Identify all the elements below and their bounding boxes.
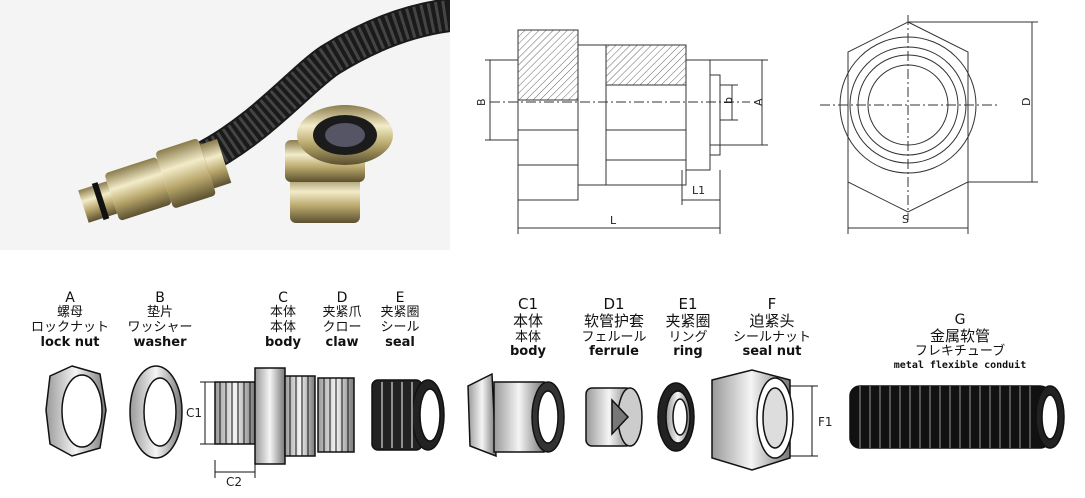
part-en: metal flexible conduit bbox=[893, 360, 1027, 372]
parts-illustration: C1 C2 F1 bbox=[0, 360, 1085, 494]
part-cn: 螺母 bbox=[56, 305, 83, 321]
dim-label-C1: C1 bbox=[186, 406, 202, 420]
part-label-conduit: G 金属软管 フレキチューブ metal flexible conduit bbox=[860, 312, 1060, 372]
lock-nut-part bbox=[45, 365, 107, 457]
parts-illustration-graphic: C1 C2 F1 bbox=[45, 365, 1065, 489]
part-letter: B bbox=[155, 290, 165, 306]
part-en: ring bbox=[673, 344, 703, 360]
part-en: claw bbox=[325, 334, 359, 350]
part-letter: A bbox=[65, 290, 75, 306]
part-jp: シール bbox=[380, 320, 420, 336]
part-cn: 迫紧头 bbox=[749, 312, 795, 331]
part-cn: 夹紧圈 bbox=[665, 312, 711, 331]
part-letter: D bbox=[336, 290, 348, 306]
part-en: body bbox=[509, 344, 547, 360]
part-cn: 软管护套 bbox=[583, 312, 644, 331]
product-photo bbox=[0, 0, 467, 250]
part-jp: フレキチューブ bbox=[914, 344, 1006, 360]
part-label-washer: B 垫片 ワッシャー washer bbox=[120, 290, 200, 351]
part-jp: リング bbox=[668, 329, 708, 345]
product-photo-graphic bbox=[0, 0, 467, 250]
part-label-lock-nut: A 螺母 ロックナット lock nut bbox=[30, 290, 110, 351]
seal-part bbox=[371, 379, 445, 451]
part-label-seal: E 夹紧圈 シール seal bbox=[372, 290, 428, 351]
part-cn: 金属软管 bbox=[929, 327, 990, 346]
part-letter: G bbox=[954, 312, 966, 328]
part-jp: クロー bbox=[322, 320, 362, 336]
body-c1-part bbox=[467, 372, 565, 458]
part-jp: シールナット bbox=[732, 329, 811, 345]
part-en: seal bbox=[385, 334, 415, 350]
part-jp: 本体 bbox=[514, 329, 541, 345]
washer-part bbox=[129, 365, 183, 459]
part-label-seal-nut: F 迫紧头 シールナット seal nut bbox=[722, 295, 822, 360]
part-en: body bbox=[264, 334, 302, 350]
ring-part bbox=[657, 382, 695, 452]
part-label-ring: E1 夹紧圈 リング ring bbox=[656, 295, 720, 360]
part-cn: 本体 bbox=[269, 305, 296, 321]
dim-label-L1: L1 bbox=[692, 184, 705, 197]
part-jp: ロックナット bbox=[30, 320, 109, 336]
part-letter: E1 bbox=[678, 295, 698, 313]
part-cn: 垫片 bbox=[146, 305, 173, 321]
conduit-part bbox=[849, 385, 1065, 449]
part-jp: ワッシャー bbox=[127, 320, 193, 336]
part-en: washer bbox=[133, 334, 187, 350]
part-en: seal nut bbox=[742, 344, 802, 360]
dim-label-D: D bbox=[1020, 98, 1033, 106]
dim-label-A: A bbox=[752, 98, 765, 106]
ferrule-part bbox=[585, 387, 643, 447]
part-en: lock nut bbox=[40, 334, 100, 350]
part-letter: F bbox=[767, 295, 777, 313]
dim-label-C2: C2 bbox=[226, 475, 242, 489]
part-label-ferrule: D1 软管护套 フェルール ferrule bbox=[570, 295, 658, 360]
part-cn: 夹紧圈 bbox=[380, 305, 420, 321]
part-jp: 本体 bbox=[269, 320, 296, 336]
claw-part bbox=[317, 377, 355, 453]
part-en: ferrule bbox=[589, 344, 639, 360]
part-cn: 夹紧爪 bbox=[322, 305, 362, 321]
dim-label-F1: F1 bbox=[818, 415, 833, 429]
part-label-body: C 本体 本体 body bbox=[255, 290, 311, 351]
dim-label-B: B bbox=[475, 98, 488, 106]
technical-drawing-graphic: B b A L1 L D S bbox=[475, 15, 1038, 234]
part-letter: E bbox=[395, 290, 405, 306]
technical-drawing: B b A L1 L D S bbox=[470, 0, 1085, 250]
part-letter: C bbox=[278, 290, 288, 306]
part-jp: フェルール bbox=[581, 329, 647, 345]
dim-label-S: S bbox=[902, 213, 909, 226]
body-part bbox=[214, 367, 316, 465]
part-cn: 本体 bbox=[512, 312, 543, 331]
dim-label-b: b bbox=[722, 97, 735, 104]
part-label-claw: D 夹紧爪 クロー claw bbox=[312, 290, 372, 351]
dim-label-L: L bbox=[610, 214, 617, 227]
part-letter: D1 bbox=[603, 295, 625, 313]
part-label-body-c1: C1 本体 本体 body bbox=[492, 295, 564, 360]
part-letter: C1 bbox=[517, 295, 539, 313]
seal-nut-part bbox=[711, 369, 794, 471]
